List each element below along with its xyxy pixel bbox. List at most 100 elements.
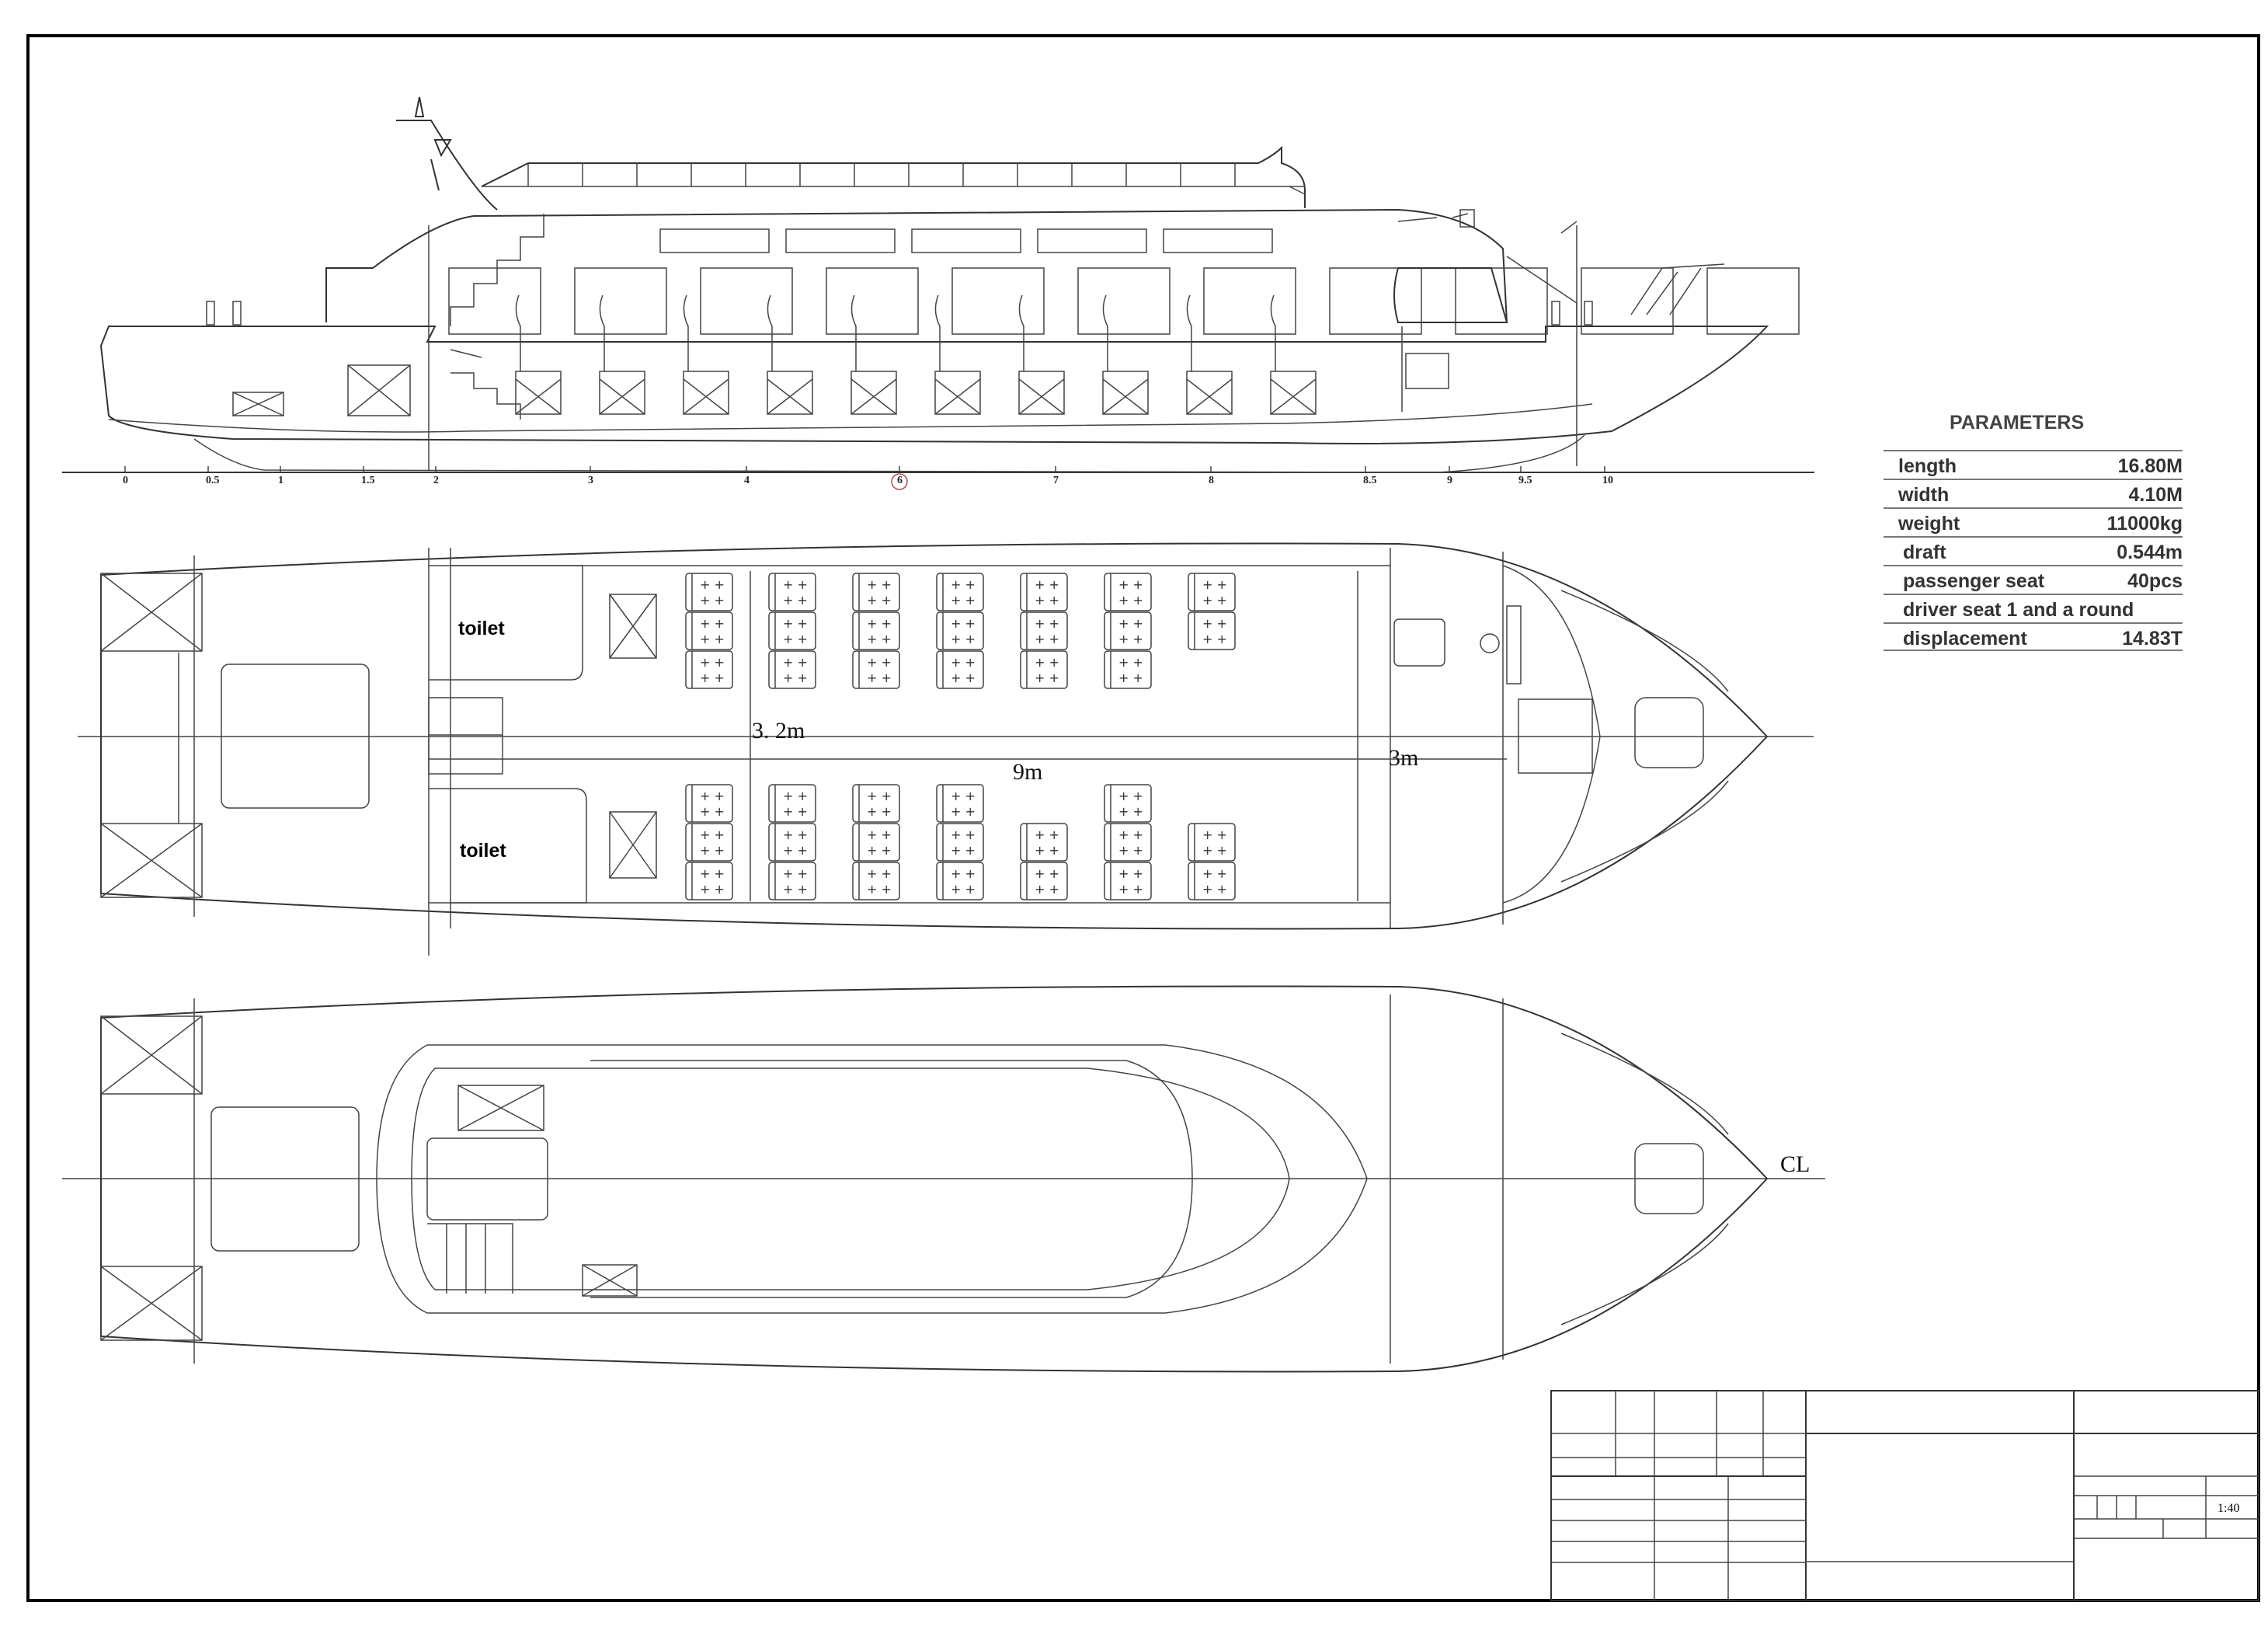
svg-text:+ +: + + bbox=[1035, 655, 1059, 670]
deck-frame-lines bbox=[193, 548, 1504, 956]
svg-text:+ +: + + bbox=[867, 843, 892, 858]
foredeck-hatch bbox=[1518, 698, 1593, 774]
dimension-cabin-label: 9m bbox=[1013, 759, 1042, 785]
steering-wheel-icon bbox=[1480, 633, 1500, 653]
svg-text:+ +: + + bbox=[700, 632, 725, 646]
aft-deck-hatch bbox=[221, 664, 370, 809]
aft-deck-hatch bbox=[210, 1106, 360, 1252]
passenger-seat-icon: + ++ + bbox=[1020, 611, 1068, 650]
toilet-compartment bbox=[429, 788, 587, 904]
station-tick-label: 3 bbox=[588, 475, 593, 486]
passenger-seat-icon bbox=[850, 371, 897, 415]
bollard-icon bbox=[1551, 301, 1560, 326]
svg-text:+ +: + + bbox=[1118, 616, 1143, 631]
sundeck-canopy bbox=[396, 120, 1306, 211]
svg-text:+ +: + + bbox=[783, 670, 808, 685]
passenger-seat-icon bbox=[1018, 371, 1065, 415]
station-tick-label: 10 bbox=[1602, 475, 1613, 486]
passenger-seat-icon: + ++ + bbox=[852, 823, 900, 862]
station-tick-label: 2 bbox=[433, 475, 439, 486]
passenger-seat-icon: + ++ + bbox=[768, 650, 816, 689]
station-tick-label: 8 bbox=[1209, 475, 1214, 486]
passenger-seat-icon: + ++ + bbox=[852, 650, 900, 689]
station-tick-label: 1.5 bbox=[361, 475, 375, 486]
waterline bbox=[108, 403, 1593, 433]
engine-hatch-icon bbox=[100, 1015, 203, 1095]
stairs-profile bbox=[450, 214, 544, 420]
svg-text:+ +: + + bbox=[951, 789, 976, 803]
svg-text:+ +: + + bbox=[783, 616, 808, 631]
svg-text:+ +: + + bbox=[1202, 632, 1227, 646]
passenger-seat-icon bbox=[767, 371, 813, 415]
station-tick-label: 9.5 bbox=[1518, 475, 1532, 486]
hatch-icon bbox=[582, 1264, 638, 1297]
toilet-compartment bbox=[429, 565, 583, 681]
hatch-icon bbox=[609, 594, 657, 659]
svg-text:+ +: + + bbox=[1202, 843, 1227, 858]
scale-label: 1:40 bbox=[2218, 1502, 2239, 1515]
parameter-key: draft bbox=[1903, 542, 1946, 563]
svg-text:+ +: + + bbox=[1035, 827, 1059, 842]
svg-text:+ +: + + bbox=[700, 882, 725, 897]
svg-text:+ +: + + bbox=[951, 655, 976, 670]
svg-text:+ +: + + bbox=[951, 866, 976, 881]
passenger-seat-icon: + ++ + bbox=[1020, 862, 1068, 900]
passenger-seat-icon: + ++ + bbox=[1020, 650, 1068, 689]
svg-text:+ +: + + bbox=[1035, 616, 1059, 631]
passenger-seat-icon: + ++ + bbox=[852, 862, 900, 900]
hatch-icon bbox=[232, 392, 284, 416]
svg-text:+ +: + + bbox=[867, 577, 892, 592]
passenger-seat-icon: + ++ + bbox=[685, 862, 733, 900]
wheelhouse-window bbox=[1393, 267, 1508, 323]
parameter-value: 16.80M bbox=[2118, 455, 2183, 477]
passenger-seat-icon: + ++ + bbox=[1104, 823, 1152, 862]
dimension-fore-label: 3m bbox=[1389, 745, 1418, 771]
passenger-seat-icon: + ++ + bbox=[852, 784, 900, 823]
svg-text:+ +: + + bbox=[783, 843, 808, 858]
passenger-seat-icon: + ++ + bbox=[936, 862, 984, 900]
passenger-seat-icon: + ++ + bbox=[768, 862, 816, 900]
engine-hatch-icon bbox=[100, 573, 203, 652]
bow-rail bbox=[1506, 221, 1725, 326]
svg-text:+ +: + + bbox=[951, 593, 976, 608]
passenger-seat-icon: + ++ + bbox=[1188, 823, 1236, 862]
passenger-seat-icon: + ++ + bbox=[1104, 784, 1152, 823]
upper-deck-plan-view: CL bbox=[62, 985, 1825, 1373]
svg-text:+ +: + + bbox=[951, 804, 976, 819]
passenger-seat-icon bbox=[934, 371, 981, 415]
passenger-seat-icon: + ++ + bbox=[936, 611, 984, 650]
svg-text:+ +: + + bbox=[1035, 632, 1059, 646]
svg-text:+ +: + + bbox=[1035, 882, 1059, 897]
stair-hatch bbox=[428, 697, 503, 775]
svg-text:+ +: + + bbox=[1202, 866, 1227, 881]
passenger-seat-grid: + ++ ++ ++ ++ ++ ++ ++ ++ ++ ++ ++ ++ ++… bbox=[685, 573, 1236, 900]
hatch-icon bbox=[457, 1085, 544, 1131]
window bbox=[1706, 267, 1800, 335]
dimension-width-label: 3. 2m bbox=[752, 718, 805, 744]
svg-text:+ +: + + bbox=[700, 804, 725, 819]
svg-text:+ +: + + bbox=[951, 577, 976, 592]
svg-text:+ +: + + bbox=[867, 866, 892, 881]
cabin-superstructure bbox=[325, 208, 1508, 323]
main-deck-plan-view: toilet toilet + ++ ++ ++ ++ ++ ++ ++ ++ … bbox=[78, 542, 1814, 956]
parameter-value: 14.83T bbox=[2122, 628, 2183, 650]
passenger-seat-icon: + ++ + bbox=[685, 573, 733, 611]
canopy-rail-posts bbox=[527, 163, 1236, 186]
svg-text:+ +: + + bbox=[1118, 866, 1143, 881]
svg-text:+ +: + + bbox=[700, 866, 725, 881]
svg-text:+ +: + + bbox=[1118, 577, 1143, 592]
passenger-seat-icon bbox=[1102, 371, 1149, 415]
svg-text:+ +: + + bbox=[1118, 655, 1143, 670]
window bbox=[1037, 228, 1147, 253]
driver-seat-icon bbox=[1393, 618, 1445, 667]
svg-text:+ +: + + bbox=[1118, 593, 1143, 608]
station-tick-label: 0.5 bbox=[206, 475, 220, 486]
passenger-seat-icon: + ++ + bbox=[1104, 611, 1152, 650]
svg-text:+ +: + + bbox=[783, 804, 808, 819]
svg-text:+ +: + + bbox=[951, 882, 976, 897]
passenger-seat-icon: + ++ + bbox=[1104, 862, 1152, 900]
passenger-seat-icon bbox=[515, 371, 562, 415]
svg-text:+ +: + + bbox=[867, 804, 892, 819]
cabin-side-walls bbox=[450, 565, 1390, 904]
svg-text:+ +: + + bbox=[783, 882, 808, 897]
